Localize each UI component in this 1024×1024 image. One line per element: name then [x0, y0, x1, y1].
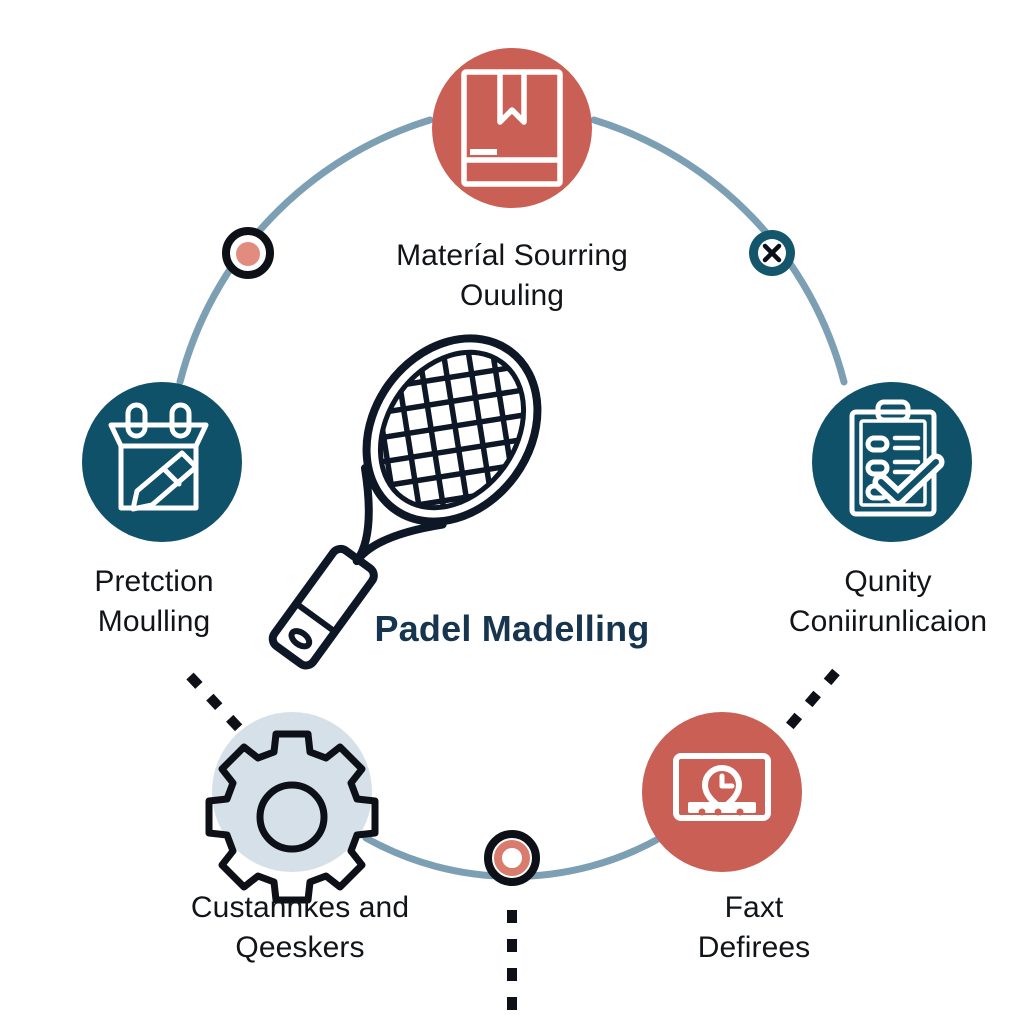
node-material-sourcing[interactable] — [432, 48, 592, 208]
node-production-moulding[interactable] — [82, 382, 242, 542]
center-title: Padel Madelling — [374, 608, 650, 649]
gear-icon — [205, 730, 379, 904]
node-circle-fast-delivery — [642, 712, 802, 872]
node-label-production-moulding: Pretction Moulling — [94, 565, 214, 638]
arc-top-to-right — [590, 116, 848, 386]
node-quality-control[interactable] — [812, 382, 972, 542]
clipboard-check-icon — [849, 399, 945, 517]
dash-right-diagonal — [772, 668, 840, 746]
teal-x-marker[interactable] — [749, 230, 795, 276]
arc-left-to-top — [176, 116, 434, 386]
screen-clock-truck-icon — [673, 753, 771, 821]
node-fast-delivery[interactable] — [642, 712, 802, 872]
arc-markers — [222, 227, 795, 886]
node-label-fast-delivery: Faxt Defirees — [697, 891, 811, 964]
node-circle-quality-control — [812, 382, 972, 542]
mould-pen-icon — [108, 402, 209, 512]
node-circle-material-sourcing — [432, 48, 592, 208]
ring-target-marker[interactable] — [484, 830, 540, 886]
node-label-material-sourcing: Materíal Sourring Ouuling — [396, 239, 628, 312]
ring-salmon-marker[interactable] — [222, 227, 274, 279]
node-label-customization: Custannkes and Qeeskers — [190, 891, 410, 964]
node-circle-production-moulding — [82, 382, 242, 542]
node-customization[interactable] — [205, 712, 379, 904]
tennis-racket-icon — [268, 327, 551, 670]
book-box-bookmark-icon — [461, 69, 563, 187]
node-label-quality-control: Qunity Coniirunlicaion — [788, 565, 988, 638]
